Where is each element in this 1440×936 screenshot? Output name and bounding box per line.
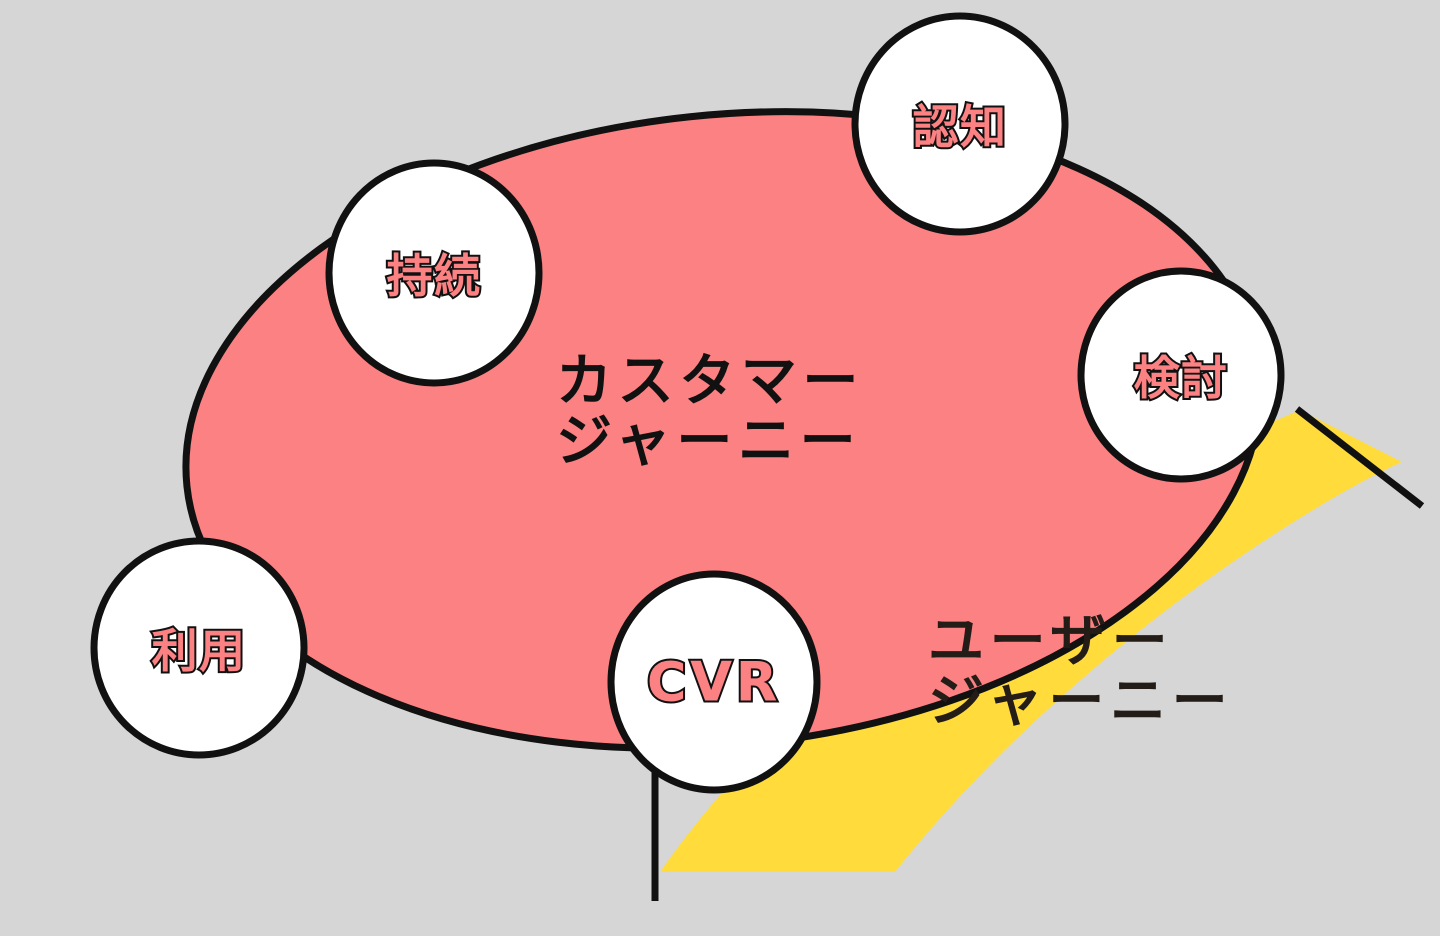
node-label-retention: 持続: [385, 247, 482, 305]
user-journey-title-line2: ジャーニー: [928, 669, 1234, 735]
node-bubble-cvr[interactable]: [607, 570, 821, 794]
node-bubble-awareness[interactable]: [851, 12, 1069, 236]
user-journey-top-edge-stroke: [1294, 406, 1425, 509]
node-label-consideration: 検討: [1132, 349, 1229, 407]
node-label-cvr: CVR: [645, 649, 782, 716]
user-journey-title: ユーザー ジャーニー: [928, 609, 1234, 735]
user-journey-title-line1: ユーザー: [928, 609, 1174, 674]
node-label-usage: 利用: [150, 622, 247, 680]
customer-journey-title-line1: カスタマー: [556, 349, 864, 414]
customer-journey-title: カスタマー ジャーニー: [556, 349, 864, 475]
customer-journey-title-line2: ジャーニー: [556, 409, 862, 475]
node-bubble-usage[interactable]: [90, 537, 308, 759]
node-bubbles: [90, 12, 1285, 794]
node-bubble-retention[interactable]: [325, 159, 543, 387]
node-label-awareness: 認知: [911, 98, 1008, 156]
node-bubble-consideration[interactable]: [1077, 267, 1285, 483]
